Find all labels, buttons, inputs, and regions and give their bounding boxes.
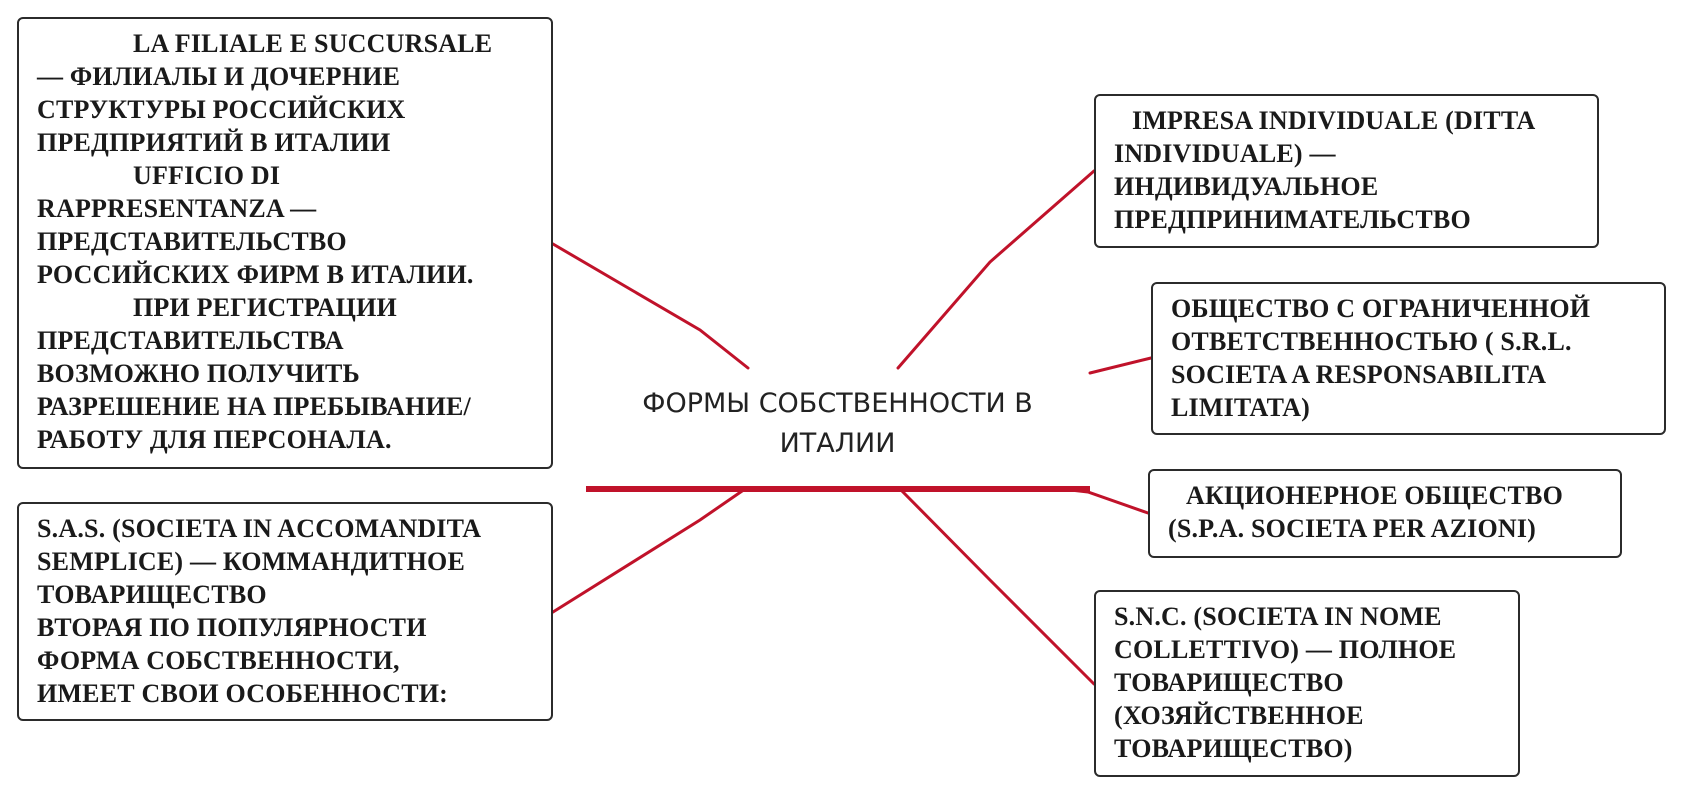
node-spa[interactable]: АКЦИОНЕРНОЕ ОБЩЕСТВО (S.P.A. SOCIETA PER… [1148,469,1622,558]
node-text-line: ФОРМА СОБСТВЕННОСТИ, [37,646,400,675]
node-text-line: ВОЗМОЖНО ПОЛУЧИТЬ [37,359,360,388]
central-topic-line: ИТАЛИИ [779,428,896,459]
node-text-line: UFFICIO DI [133,161,281,190]
connector-srl [1088,356,1153,375]
central-topic-line: ФОРМЫ СОБСТВЕННОСТИ В [642,388,1033,419]
node-text-line: S.N.C. (SOCIETA IN NOME [1114,602,1442,631]
connector-snc [898,487,1096,686]
node-text-line: RAPPRESENTANZA — [37,194,317,223]
node-text-line: ТОВАРИЩЕСТВО [1114,668,1344,697]
node-text-line: LA FILIALE E SUCCURSALE [133,29,493,58]
node-text-line: ПРЕДПРИЯТИЙ В ИТАЛИИ [37,128,391,157]
node-text-line: LIMITATA) [1171,393,1311,422]
node-sas[interactable]: S.A.S. (SOCIETA IN ACCOMANDITA SEMPLICE)… [17,502,553,721]
node-snc[interactable]: S.N.C. (SOCIETA IN NOME COLLETTIVO) — ПО… [1094,590,1520,777]
node-text-line: ТОВАРИЩЕСТВО) [1114,734,1353,763]
node-text-line: ПРИ РЕГИСТРАЦИИ [133,293,397,322]
node-text-line: ВТОРАЯ ПО ПОПУЛЯРНОСТИ [37,613,427,642]
node-text-line: СТРУКТУРЫ РОССИЙСКИХ [37,95,406,124]
node-text-line: SEMPLICE) — КОММАНДИТНОЕ [37,547,466,576]
node-text-line: ПРЕДСТАВИТЕЛЬСТВО [37,227,347,256]
node-text-line: COLLETTIVO) — ПОЛНОЕ [1114,635,1457,664]
node-filiale-succursale[interactable]: LA FILIALE E SUCCURSALE — ФИЛИАЛЫ И ДОЧЕ… [17,17,553,469]
node-text-line: РОССИЙСКИХ ФИРМ В ИТАЛИИ. [37,260,474,289]
node-text-line: ИМЕЕТ СВОИ ОСОБЕННОСТИ: [37,679,449,708]
node-text-line: IMPRESA INDIVIDUALE (DITTA [1132,106,1536,135]
node-text-line: РАЗРЕШЕНИЕ НА ПРЕБЫВАНИЕ/ [37,392,471,421]
node-text-line: INDIVIDUALE) — [1114,139,1336,168]
connector-sas [551,487,747,614]
node-text-line: ИНДИВИДУАЛЬНОЕ [1114,172,1379,201]
connector-spa [1060,487,1150,515]
node-text-line: ТОВАРИЩЕСТВО [37,580,267,609]
node-text-line: ПРЕДПРИНИМАТЕЛЬСТВО [1114,205,1471,234]
node-text-line: ОБЩЕСТВО С ОГРАНИЧЕННОЙ [1171,294,1591,323]
connector-filiale [551,242,750,370]
node-text-line: ОТВЕТСТВЕННОСТЬЮ ( S.R.L. [1171,327,1572,356]
node-srl[interactable]: ОБЩЕСТВО С ОГРАНИЧЕННОЙ ОТВЕТСТВЕННОСТЬЮ… [1151,282,1666,435]
node-text-line: S.A.S. (SOCIETA IN ACCOMANDITA [37,514,482,543]
node-impresa-individuale[interactable]: IMPRESA INDIVIDUALE (DITTA INDIVIDUALE) … [1094,94,1599,248]
node-text-line: ПРЕДСТАВИТЕЛЬСТВА [37,326,344,355]
node-text-line: АКЦИОНЕРНОЕ ОБЩЕСТВО [1186,481,1564,510]
node-text-line: (S.P.A. SOCIETA PER AZIONI) [1168,514,1537,543]
connector-impresa [896,169,1096,370]
central-topic[interactable]: ФОРМЫ СОБСТВЕННОСТИ В ИТАЛИИ [600,384,1075,464]
node-text-line: SOCIETA A RESPONSABILITA [1171,360,1547,389]
node-text-line: (ХОЗЯЙСТВЕННОЕ [1114,701,1364,730]
node-text-line: — ФИЛИАЛЫ И ДОЧЕРНИЕ [37,62,401,91]
node-text-line: РАБОТУ ДЛЯ ПЕРСОНАЛА. [37,425,392,454]
